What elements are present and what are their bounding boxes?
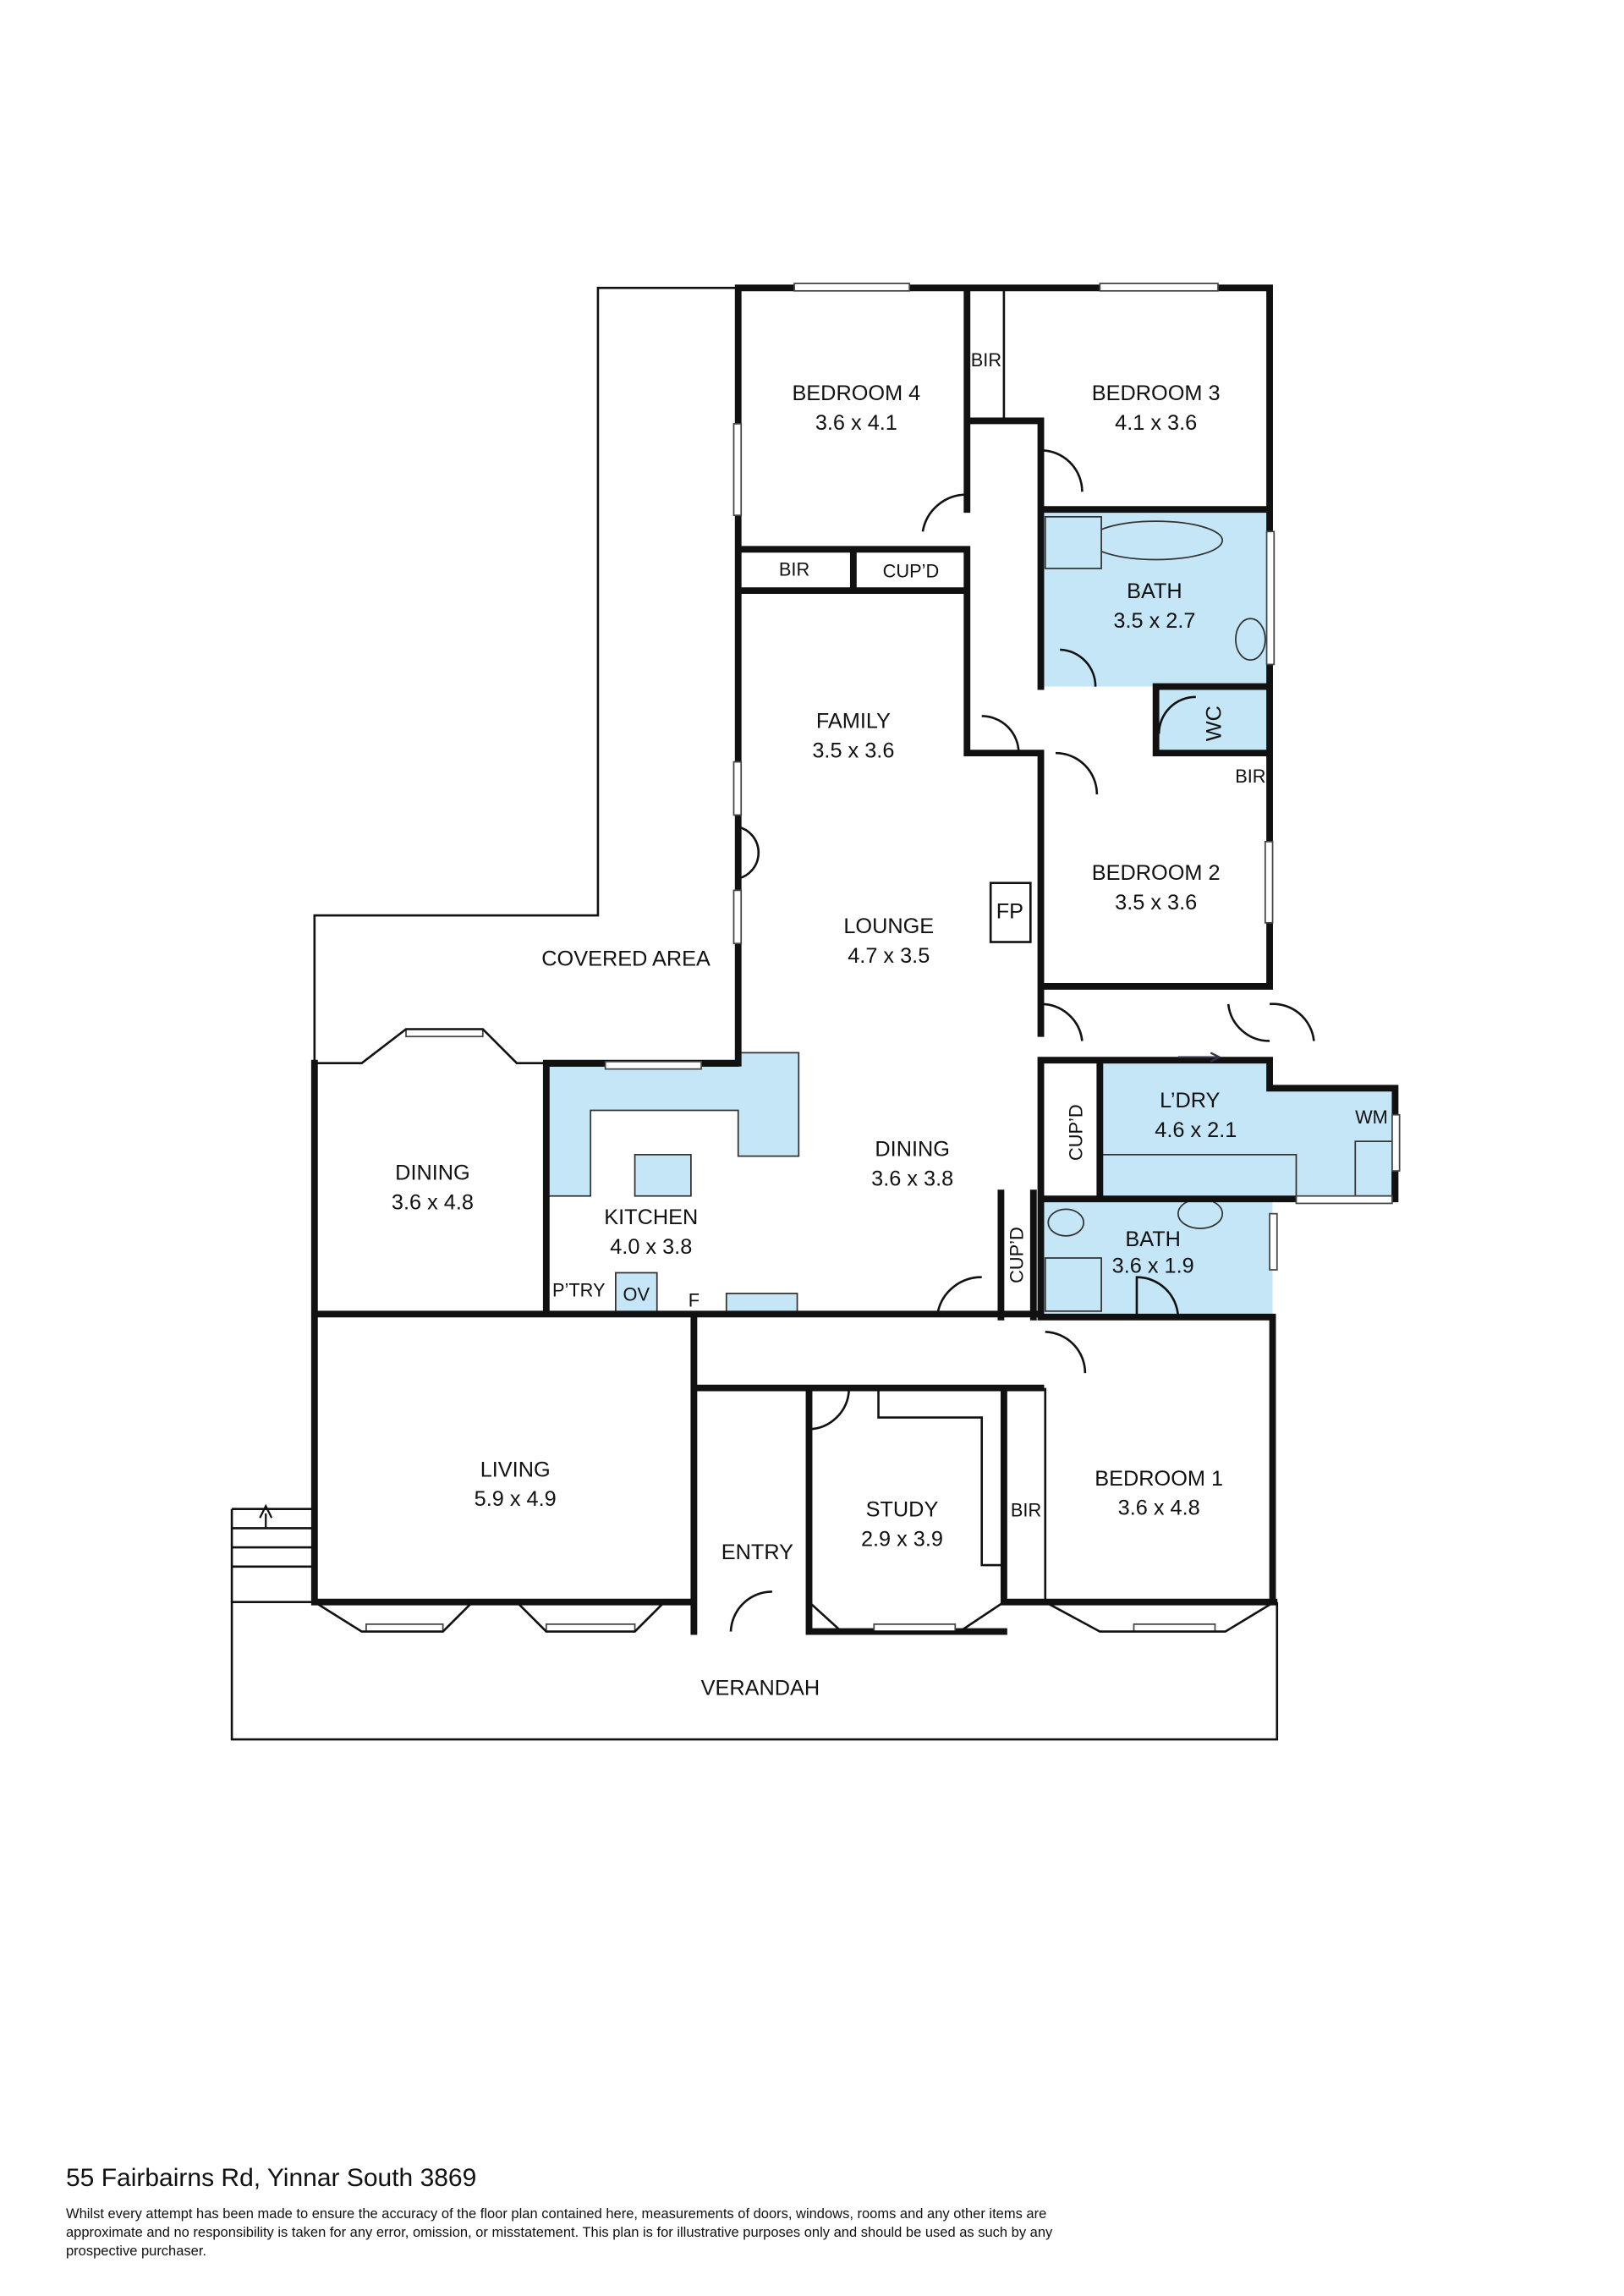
svg-text:4.6 x 2.1: 4.6 x 2.1 xyxy=(1155,1118,1237,1142)
svg-text:BEDROOM 3: BEDROOM 3 xyxy=(1092,382,1221,405)
label-pantry: P’TRY xyxy=(552,1279,606,1300)
label-cupd: CUP’D xyxy=(1007,1227,1028,1283)
kitchen-island xyxy=(634,1153,692,1197)
svg-text:BEDROOM 2: BEDROOM 2 xyxy=(1092,861,1221,885)
svg-text:KITCHEN: KITCHEN xyxy=(604,1206,698,1229)
svg-text:BATH: BATH xyxy=(1127,579,1182,603)
svg-text:4.0 x 3.8: 4.0 x 3.8 xyxy=(610,1235,692,1259)
label-fp: FP xyxy=(996,900,1023,924)
label-cupd: CUP’D xyxy=(883,560,940,581)
room-family: FAMILY 3.5 x 3.6 xyxy=(812,709,894,762)
room-bedroom2: BEDROOM 2 3.5 x 3.6 xyxy=(1092,861,1221,915)
shower xyxy=(1044,515,1102,569)
room-bath-main: BATH 3.5 x 2.7 xyxy=(1113,579,1195,633)
label-bir: BIR xyxy=(971,349,1001,371)
svg-text:3.6 x 4.8: 3.6 x 4.8 xyxy=(392,1190,474,1214)
label-bir: BIR xyxy=(1011,1499,1041,1520)
arrow-steps xyxy=(259,1503,273,1529)
door-swings xyxy=(729,449,1315,1632)
svg-text:L’DRY: L’DRY xyxy=(1160,1089,1220,1112)
label-oven: OV xyxy=(623,1284,650,1305)
covered-area-outline xyxy=(313,287,738,1063)
sliding-door-arrow xyxy=(1177,1052,1222,1063)
toilet xyxy=(1047,1208,1085,1237)
svg-text:3.5 x 2.7: 3.5 x 2.7 xyxy=(1113,609,1195,633)
room-dining-center: DINING 3.6 x 3.8 xyxy=(871,1138,953,1191)
svg-text:3.6 x 1.9: 3.6 x 1.9 xyxy=(1112,1254,1194,1277)
window xyxy=(1099,283,1219,292)
room-bedroom3: BEDROOM 3 4.1 x 3.6 xyxy=(1092,382,1221,435)
svg-text:BEDROOM 4: BEDROOM 4 xyxy=(792,382,920,405)
bench-south xyxy=(725,1293,798,1316)
window xyxy=(1264,840,1274,924)
room-lounge: LOUNGE 4.7 x 3.5 xyxy=(843,915,934,968)
steps xyxy=(230,1508,315,1602)
label-cupd: CUP’D xyxy=(1065,1104,1086,1161)
basin xyxy=(1235,618,1266,662)
window xyxy=(1391,1113,1401,1172)
label-bir: BIR xyxy=(779,559,809,580)
property-address: 55 Fairbairns Rd, Yinnar South 3869 xyxy=(66,2164,477,2192)
room-dining-left: DINING 3.6 x 4.8 xyxy=(392,1162,474,1215)
svg-text:FAMILY: FAMILY xyxy=(816,709,891,733)
window xyxy=(732,761,743,816)
window xyxy=(793,283,911,292)
svg-text:3.6 x 4.1: 3.6 x 4.1 xyxy=(815,411,897,435)
svg-text:3.5 x 3.6: 3.5 x 3.6 xyxy=(812,739,894,762)
svg-text:LIVING: LIVING xyxy=(480,1458,551,1481)
room-covered-area: COVERED AREA xyxy=(541,947,710,970)
svg-text:LOUNGE: LOUNGE xyxy=(843,915,934,938)
room-bath2: BATH 3.6 x 1.9 xyxy=(1112,1228,1194,1277)
window xyxy=(732,423,743,516)
svg-text:DINING: DINING xyxy=(395,1162,470,1185)
window xyxy=(732,889,743,945)
room-living: LIVING 5.9 x 4.9 xyxy=(475,1458,557,1511)
basin-2 xyxy=(1177,1198,1224,1229)
label-wm: WM xyxy=(1355,1107,1388,1128)
laundry-bench xyxy=(1099,1153,1298,1200)
room-bedroom1: BEDROOM 1 3.6 x 4.8 xyxy=(1095,1467,1223,1520)
room-study: STUDY 2.9 x 3.9 xyxy=(861,1497,943,1551)
svg-text:5.9 x 4.9: 5.9 x 4.9 xyxy=(475,1487,557,1511)
bay-windows xyxy=(314,1028,1275,1633)
window xyxy=(604,1061,702,1070)
room-bedroom4: BEDROOM 4 3.6 x 4.1 xyxy=(792,382,920,435)
svg-text:3.6 x 4.8: 3.6 x 4.8 xyxy=(1118,1497,1200,1520)
room-laundry: L’DRY 4.6 x 2.1 xyxy=(1155,1089,1237,1142)
laundry-sink xyxy=(1354,1140,1393,1197)
room-wc: WC xyxy=(1202,706,1226,741)
svg-text:2.9 x 3.9: 2.9 x 3.9 xyxy=(861,1527,943,1551)
svg-text:STUDY: STUDY xyxy=(866,1497,939,1521)
svg-text:3.6 x 3.8: 3.6 x 3.8 xyxy=(871,1167,953,1191)
disclaimer: Whilst every attempt has been made to en… xyxy=(66,2206,1053,2259)
label-fridge: F xyxy=(689,1290,700,1311)
svg-text:BEDROOM 1: BEDROOM 1 xyxy=(1095,1467,1223,1491)
verandah-outline xyxy=(230,1601,1279,1741)
window xyxy=(1269,1212,1278,1271)
svg-text:3.5 x 3.6: 3.5 x 3.6 xyxy=(1115,891,1197,915)
svg-text:4.1 x 3.6: 4.1 x 3.6 xyxy=(1115,411,1197,435)
svg-text:DINING: DINING xyxy=(875,1138,950,1162)
room-kitchen: KITCHEN 4.0 x 3.8 xyxy=(604,1206,698,1259)
bathtub xyxy=(1089,520,1224,561)
bir-partitions xyxy=(877,288,1047,1602)
label-bir: BIR xyxy=(1235,766,1265,787)
svg-text:4.7 x 3.5: 4.7 x 3.5 xyxy=(848,944,930,968)
shower-2 xyxy=(1044,1257,1102,1312)
fireplace xyxy=(989,882,1032,943)
window xyxy=(1295,1195,1393,1205)
room-entry: ENTRY xyxy=(721,1541,793,1564)
svg-text:BATH: BATH xyxy=(1125,1228,1181,1251)
window xyxy=(1265,530,1276,666)
room-verandah: VERANDAH xyxy=(701,1677,820,1700)
wc-area xyxy=(1155,686,1270,754)
